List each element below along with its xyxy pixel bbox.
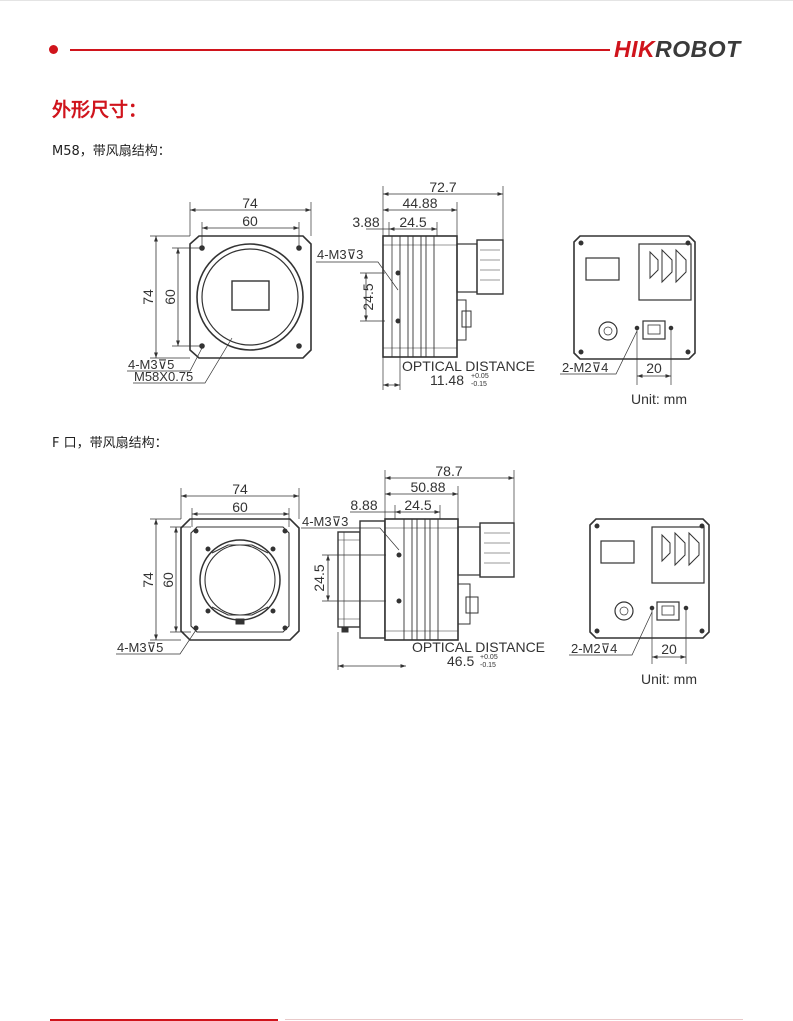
fmount-unit-label: Unit: mm xyxy=(641,671,697,687)
page-top-border xyxy=(0,0,793,1)
m58-side-thread-label: 4-M3⊽3 xyxy=(317,247,363,262)
m58-subtitle: M58，带风扇结构： xyxy=(52,144,171,159)
m58-front-width-60: 60 xyxy=(242,213,258,229)
m58-back-view xyxy=(560,235,696,385)
fmount-side-thread-label: 4-M3⊽3 xyxy=(302,514,348,529)
m58-front-height-60: 60 xyxy=(162,289,178,305)
fmount-subtitle: F 口，带风扇结构： xyxy=(52,436,168,451)
fmount-front-thread-label: 4-M3⊽5 xyxy=(117,640,163,655)
m58-front-height-74: 74 xyxy=(140,289,156,305)
m58-back-width-20: 20 xyxy=(646,360,662,376)
fmount-back-thread-label: 2-M2⊽4 xyxy=(571,641,617,656)
m58-optical-distance-value: 11.48 xyxy=(430,372,464,388)
m58-side-hole-spacing: 24.5 xyxy=(360,283,376,310)
fmount-side-length-50-88: 50.88 xyxy=(410,479,445,495)
fmount-front-width-60: 60 xyxy=(232,499,248,515)
fmount-front-view xyxy=(116,488,300,655)
fmount-tolerance-plus: +0.05 xyxy=(480,654,498,661)
hikrobot-logo: HIKROBOT xyxy=(614,36,741,62)
header-dot xyxy=(49,45,58,54)
m58-front-width-74: 74 xyxy=(242,195,258,211)
m58-tolerance-minus: -0.15 xyxy=(471,381,487,388)
fmount-side-view xyxy=(301,470,515,670)
fmount-side-hole-spacing: 24.5 xyxy=(311,564,327,591)
fmount-front-height-74: 74 xyxy=(140,572,156,588)
footer-rule xyxy=(50,1019,278,1021)
m58-side-length-72-7: 72.7 xyxy=(429,179,456,195)
m58-side-length-3-88: 3.88 xyxy=(352,214,379,230)
fmount-front-width-74: 74 xyxy=(232,481,248,497)
fmount-optical-distance-value: 46.5 xyxy=(447,653,474,669)
fmount-side-length-78-7: 78.7 xyxy=(435,463,462,479)
fmount-optical-distance-label: OPTICAL DISTANCE xyxy=(412,639,545,655)
m58-back-thread-label: 2-M2⊽4 xyxy=(562,360,608,375)
fmount-tolerance-minus: -0.15 xyxy=(480,662,496,669)
fmount-back-width-20: 20 xyxy=(661,641,677,657)
m58-side-view xyxy=(316,186,504,390)
m58-mount-thread-label: M58X0.75 xyxy=(134,369,193,384)
m58-side-length-24-5: 24.5 xyxy=(399,214,426,230)
m58-optical-distance-label: OPTICAL DISTANCE xyxy=(402,358,535,374)
m58-side-length-44-88: 44.88 xyxy=(402,195,437,211)
m58-front-view xyxy=(127,202,312,384)
fmount-side-length-24-5: 24.5 xyxy=(404,497,431,513)
fmount-side-length-8-88: 8.88 xyxy=(350,497,377,513)
m58-tolerance-plus: +0.05 xyxy=(471,373,489,380)
footer-rule-light xyxy=(285,1019,743,1020)
m58-front-thread-label: 4-M3⊽5 xyxy=(128,357,174,372)
fmount-front-height-60: 60 xyxy=(160,572,176,588)
header-rule xyxy=(70,49,610,51)
fmount-back-view xyxy=(569,518,710,664)
section-title: 外形尺寸： xyxy=(52,99,148,121)
m58-unit-label: Unit: mm xyxy=(631,391,687,407)
